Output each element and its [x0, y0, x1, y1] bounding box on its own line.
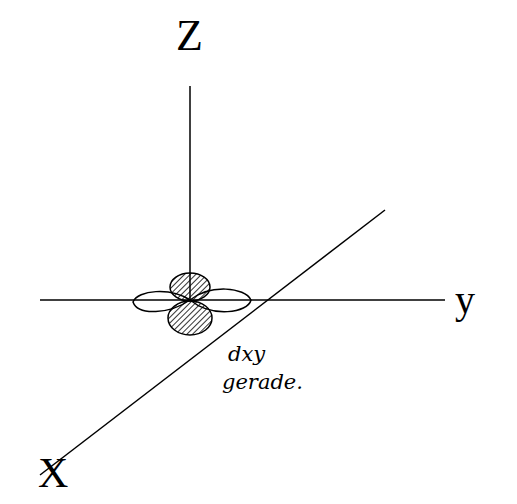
orbital-name: dxy	[228, 344, 265, 365]
hatched-lobe	[170, 273, 210, 301]
y-axis	[40, 299, 445, 301]
x-axis	[40, 210, 385, 475]
axis-label: Z	[176, 14, 203, 58]
hatched-lobe	[168, 301, 212, 335]
z-axis	[189, 86, 191, 300]
axis-label: y	[455, 280, 475, 320]
symmetry-note: gerade.	[222, 372, 303, 393]
axis-label: X	[38, 452, 68, 494]
